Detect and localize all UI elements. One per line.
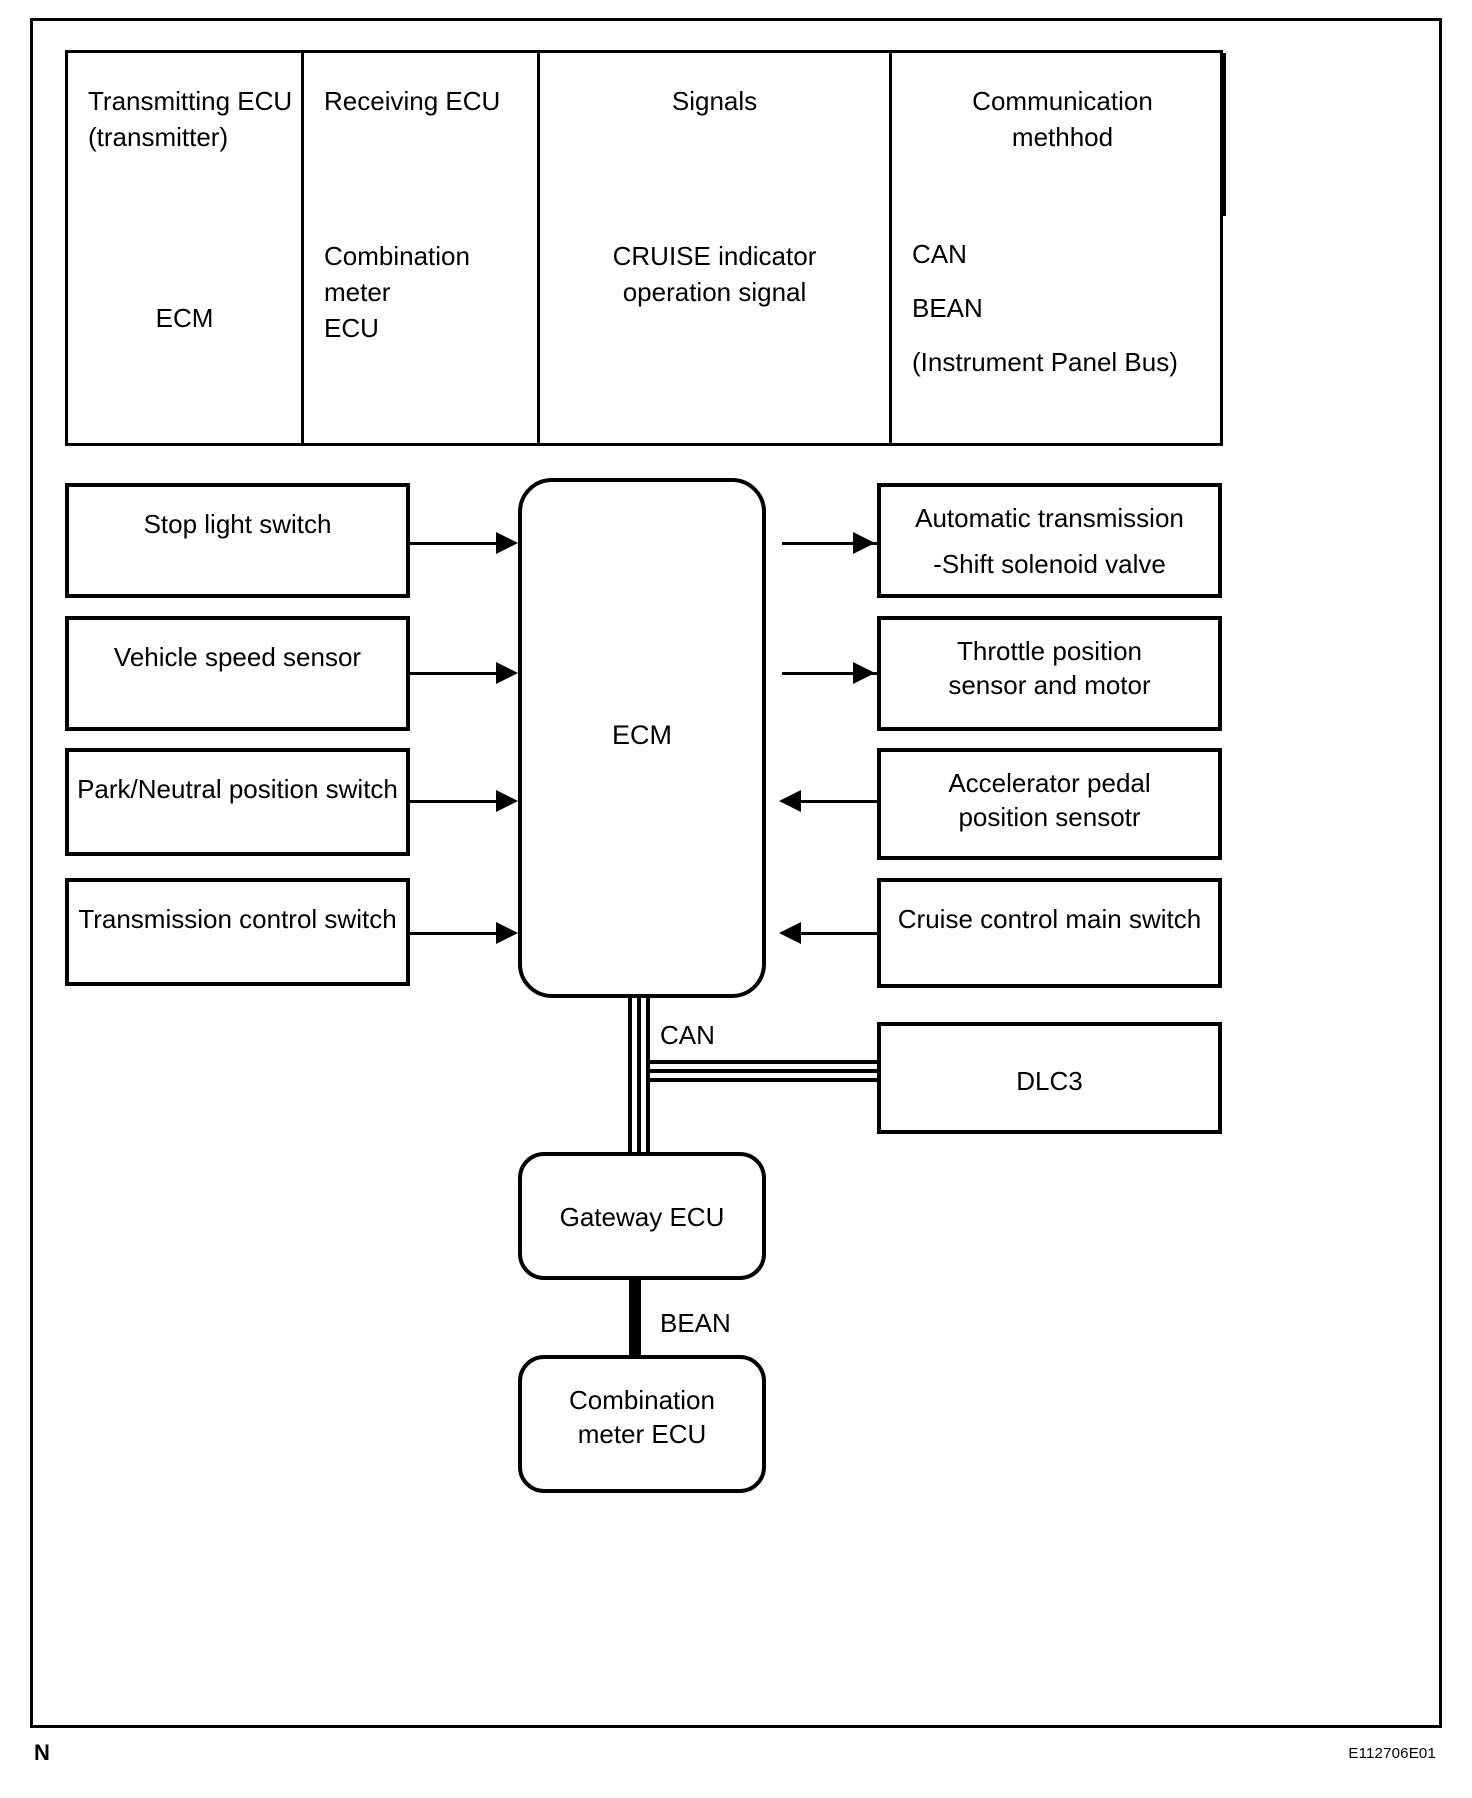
can-bus-line-1 [628,996,632,1154]
node-automatic-transmission-line2: -Shift solenoid valve [933,549,1166,579]
node-accelerator-pedal-line1: Accelerator pedal [948,768,1151,798]
header-transmitting-ecu-line2: (transmitter) [88,122,229,152]
arrow-automatic-transmission [853,532,875,554]
connector-transmission-control-switch [410,932,500,935]
can-dlc3-line-1 [646,1060,882,1064]
node-ecm-label: ECM [612,720,672,750]
cell-method-bean: BEAN [912,293,983,323]
connector-throttle-position-sensor [782,672,877,675]
cell-signals-line1: CRUISE indicator [612,241,817,271]
node-automatic-transmission-line1: Automatic transmission [915,503,1184,533]
bean-bus-line [629,1280,641,1358]
node-park-neutral-position-switch-label: Park/Neutral position switch [77,774,398,804]
arrow-vehicle-speed-sensor [496,662,518,684]
connector-automatic-transmission [782,542,877,545]
node-accelerator-pedal-label: Accelerator pedal position sensotr [889,766,1210,834]
node-combination-meter-ecu-label: Combination meter ECU [532,1383,752,1451]
header-receiving-ecu-label: Receiving ECU [324,86,501,116]
node-accelerator-pedal-line2: position sensotr [958,802,1141,832]
node-throttle-position-sensor: Throttle position sensor and motor [877,616,1222,731]
node-combination-meter-line2: meter ECU [577,1419,707,1449]
node-accelerator-pedal-position-sensor: Accelerator pedal position sensotr [877,748,1222,860]
can-bus-label: CAN [660,1020,715,1050]
node-dlc3-label: DLC3 [1016,1066,1083,1096]
connector-park-neutral-switch [410,800,500,803]
cell-signals-line2: operation signal [622,277,807,307]
node-throttle-position-line2: sensor and motor [948,670,1151,700]
figure-code: E112706E01 [1348,1745,1436,1762]
header-method-line1: Communication [972,86,1153,116]
page-border [30,18,1442,1728]
arrow-throttle-position-sensor [853,662,875,684]
footer-mark: N [34,1740,50,1765]
cell-method-can: CAN [912,239,967,269]
communication-table: Transmitting ECU (transmitter) Receiving… [65,50,1226,446]
node-dlc3: DLC3 [877,1022,1222,1134]
node-vehicle-speed-sensor-label: Vehicle speed sensor [113,642,362,672]
can-bus-line-3 [646,996,650,1154]
arrow-cruise-control-main-switch [779,922,801,944]
node-gateway-ecu-label: Gateway ECU [559,1202,725,1232]
header-transmitting-ecu-line1: Transmitting ECU [88,86,293,116]
arrow-stop-light-switch [496,532,518,554]
node-cruise-control-main-switch-label: Cruise control main switch [897,904,1202,934]
node-stop-light-switch: Stop light switch [65,483,410,598]
header-method-line2: methhod [1011,122,1114,152]
cell-transmitting-ecu: ECM [155,303,214,333]
node-combination-meter-line1: Combination [569,1385,715,1415]
cell-method-bus: (Instrument Panel Bus) [912,347,1178,377]
node-gateway-ecu: Gateway ECU [518,1152,766,1280]
node-transmission-control-switch: Transmission control switch [65,878,410,986]
table-row: ECM [68,216,304,443]
connector-stop-light-switch [410,542,500,545]
arrow-park-neutral-switch [496,790,518,812]
node-throttle-position-sensor-label: Throttle position sensor and motor [889,634,1210,702]
can-dlc3-line-3 [646,1078,882,1082]
header-signals-label: Signals [671,86,758,116]
node-stop-light-switch-label: Stop light switch [143,509,332,539]
node-automatic-transmission-label: Automatic transmission -Shift solenoid v… [889,501,1210,581]
table-header-communication-method: Communication methhod [892,53,1226,216]
node-cruise-control-main-switch: Cruise control main switch [877,878,1222,988]
node-park-neutral-position-switch: Park/Neutral position switch [65,748,410,856]
arrow-transmission-control-switch [496,922,518,944]
arrow-accelerator-pedal [779,790,801,812]
can-dlc3-line-2 [646,1069,882,1073]
bean-bus-label: BEAN [660,1308,731,1338]
node-transmission-control-switch-label: Transmission control switch [78,904,397,934]
connector-vehicle-speed-sensor [410,672,500,675]
cell-receiving-ecu-line2: ECU [324,313,379,343]
node-ecm: ECM [518,478,766,998]
table-header-receiving-ecu: Receiving ECU [304,53,540,216]
connector-cruise-control-main-switch [782,932,877,935]
table-cell-receiving-ecu: Combination meter ECU [304,216,540,443]
table-header-transmitting-ecu: Transmitting ECU (transmitter) [68,53,304,216]
node-combination-meter-ecu: Combination meter ECU [518,1355,766,1493]
table-cell-communication-method: CAN BEAN (Instrument Panel Bus) [892,216,1226,443]
node-throttle-position-line1: Throttle position [957,636,1142,666]
table-header-signals: Signals [540,53,892,216]
node-automatic-transmission: Automatic transmission -Shift solenoid v… [877,483,1222,598]
node-vehicle-speed-sensor: Vehicle speed sensor [65,616,410,731]
connector-accelerator-pedal [782,800,877,803]
cell-receiving-ecu-line1: Combination meter [324,241,470,307]
can-bus-line-2 [637,996,641,1154]
table-cell-signals: CRUISE indicator operation signal [540,216,892,443]
